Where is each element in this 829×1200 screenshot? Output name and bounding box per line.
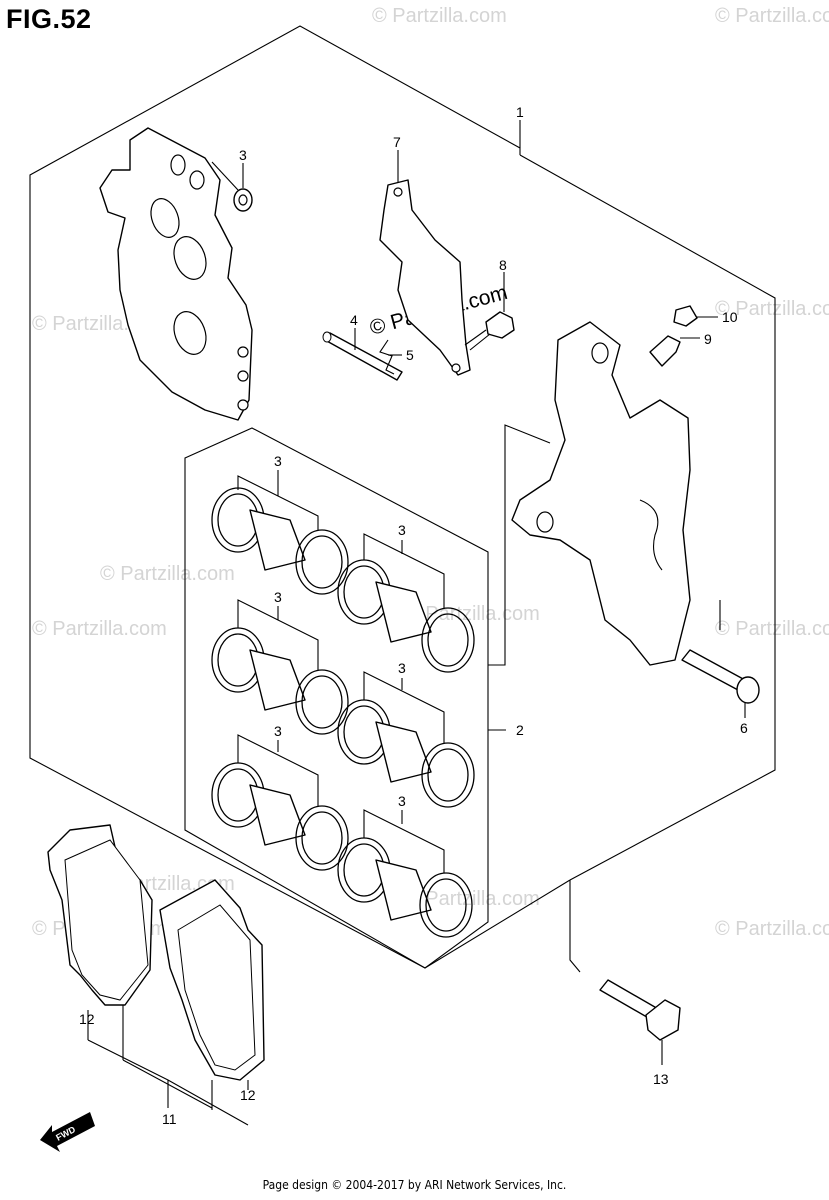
watermark: © Partzilla.com: [715, 5, 829, 27]
piston-seal-set: [211, 734, 349, 871]
caliper-half-left: [99, 127, 253, 421]
callout-11: 11: [162, 1111, 177, 1127]
callout-3: 3: [274, 589, 282, 605]
pad-pin: [322, 328, 403, 381]
callout-3: 3: [398, 793, 406, 809]
watermark: © Partzilla.com: [405, 603, 540, 625]
callout-labels: 1 2 3 3 3 3 3 3 3 4 5 6 7 8 9 10 11 12 1…: [79, 104, 748, 1127]
mounting-bolt-lower: [599, 979, 681, 1065]
seal-kit-outline: [184, 424, 551, 969]
callout-3: 3: [398, 522, 406, 538]
callout-9: 9: [704, 331, 712, 347]
figure-title: FIG.52: [6, 4, 92, 34]
watermark: © Partzilla.com: [715, 298, 829, 320]
bleeder-screw: [649, 335, 700, 367]
callout-3: 3: [274, 723, 282, 739]
pad-set-bracket: [87, 1039, 249, 1126]
watermark: © Partzilla.com: [405, 888, 540, 910]
piston-seal-set: [337, 671, 475, 808]
callout-5: 5: [406, 347, 414, 363]
callout-3: 3: [398, 660, 406, 676]
callout-13: 13: [653, 1071, 669, 1087]
callout-8: 8: [499, 257, 507, 273]
pad-spring: [379, 150, 471, 376]
callout-3: 3: [274, 453, 282, 469]
callout-6: 6: [740, 720, 748, 736]
page-footer: Page design © 2004-2017 by ARI Network S…: [262, 1178, 567, 1192]
callout-7: 7: [393, 134, 401, 150]
callout-2: 2: [516, 722, 524, 738]
forward-arrow: FWD: [40, 1112, 95, 1152]
callout-10: 10: [722, 309, 738, 325]
piston-seal-set: [211, 599, 349, 735]
brake-pad-front: [47, 824, 153, 1060]
callout-12: 12: [240, 1087, 256, 1103]
piston-seal-set: [211, 470, 349, 595]
piston-seal-set: [337, 809, 473, 938]
watermark: © Partzilla.com: [100, 563, 235, 585]
bleeder-cap: [673, 305, 718, 327]
watermark: © Partzilla.com: [372, 5, 507, 27]
brake-pad-rear: [159, 879, 265, 1110]
callout-1: 1: [516, 104, 524, 120]
callout-3: 3: [239, 147, 247, 163]
caliper-half-right: [511, 321, 721, 666]
watermark: © Partzilla.com: [32, 618, 167, 640]
watermark: © Partzilla.com: [715, 918, 829, 940]
spring-bolt: [464, 272, 515, 351]
callout-4: 4: [350, 312, 358, 328]
watermark: © Partzilla.com: [715, 618, 829, 640]
piston-seal-set: [337, 533, 475, 673]
washer-top: [233, 163, 253, 212]
pin-clip: [379, 339, 402, 375]
mounting-bolt-upper: [681, 649, 760, 718]
callout-12: 12: [79, 1011, 95, 1027]
